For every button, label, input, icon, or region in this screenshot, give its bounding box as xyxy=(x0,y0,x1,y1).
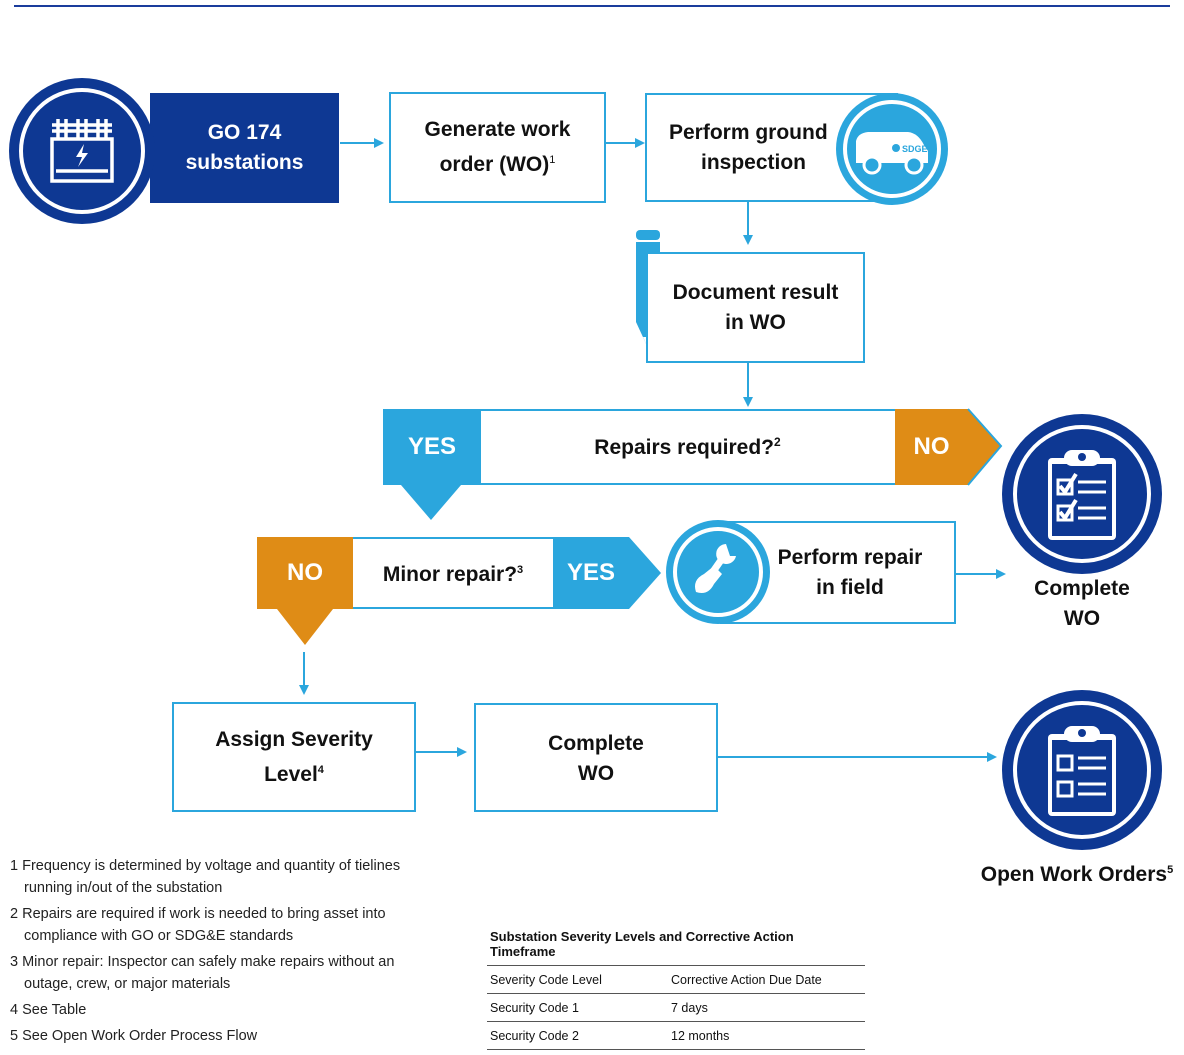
table-header-cell: Severity Code Level xyxy=(487,965,668,994)
complete-wo-badge xyxy=(1002,414,1162,574)
footnote-1-line2: running in/out of the substation xyxy=(24,880,223,896)
footnote-4-line1: 4 See Table xyxy=(10,1002,87,1018)
inspect-line2: inspection xyxy=(701,150,807,174)
footnote-2-line1: 2 Repairs are required if work is needed… xyxy=(10,906,386,922)
table-header-row: Severity Code Level Corrective Action Du… xyxy=(487,965,865,994)
footnote-2: 2 Repairs are required if work is needed… xyxy=(10,903,386,947)
open-work-orders-badge xyxy=(1002,690,1162,850)
perform-repair-line2: in field xyxy=(816,575,884,599)
substation-badge xyxy=(9,78,155,224)
assign-line2: Level xyxy=(264,762,318,786)
table-cell: 12 months xyxy=(668,1021,865,1050)
generate-wo-line2: order (WO) xyxy=(439,153,550,176)
assign-line2-wrap: Level4 xyxy=(264,755,324,790)
inspect-line1: Perform ground xyxy=(669,120,828,144)
top-rule xyxy=(14,5,1170,7)
no-pointer-2 xyxy=(257,537,353,645)
footnote-4: 4 See Table xyxy=(10,999,86,1021)
start-box-go174: GO 174 substations xyxy=(150,93,339,203)
generate-wo-line1: Generate work xyxy=(424,118,571,141)
table-row: Security Code 1 7 days xyxy=(487,993,865,1022)
footnote-3-line2: outage, crew, or major materials xyxy=(24,976,231,992)
yes-tag-1: YES xyxy=(407,433,457,460)
yes-tag-2: YES xyxy=(566,559,616,586)
footnote-ref-3: 3 xyxy=(517,564,524,576)
table-cell: 7 days xyxy=(668,993,865,1022)
footnote-ref-5: 5 xyxy=(1167,864,1174,876)
table-header-cell: Corrective Action Due Date xyxy=(668,965,865,994)
table-cell: Security Code 1 xyxy=(487,993,668,1022)
clipboard-checked-icon xyxy=(1048,450,1116,540)
open-orders-text: Open Work Orders xyxy=(980,863,1168,886)
repair-badge xyxy=(666,520,770,624)
start-line1: GO 174 xyxy=(207,121,282,144)
footnote-ref-4: 4 xyxy=(317,763,324,776)
perform-repair-box: Perform repair in field xyxy=(720,521,956,624)
footnote-3-line1: 3 Minor repair: Inspector can safely mak… xyxy=(10,954,395,970)
footnote-1-line1: 1 Frequency is determined by voltage and… xyxy=(10,858,401,874)
open-work-orders-label: Open Work Orders5 xyxy=(970,855,1184,890)
no-tag-2: NO xyxy=(287,559,323,586)
complete-wo-mid-box: Complete WO xyxy=(474,703,718,812)
substation-icon xyxy=(50,119,114,183)
truck-icon: SDGE xyxy=(856,132,928,175)
document-line2: in WO xyxy=(725,310,786,334)
no-tag-1: NO xyxy=(913,433,950,460)
wrench-icon xyxy=(695,544,736,593)
repairs-required-text: Repairs required? xyxy=(594,436,775,459)
footnote-3: 3 Minor repair: Inspector can safely mak… xyxy=(10,951,394,995)
document-result-box: Document result in WO xyxy=(646,252,865,363)
complete-wo-right-line1: Complete xyxy=(1034,577,1130,600)
footnote-ref-1: 1 xyxy=(549,154,556,166)
table-title-row: Substation Severity Levels and Correctiv… xyxy=(487,925,865,966)
footnote-5: 5 See Open Work Order Process Flow xyxy=(10,1025,257,1047)
complete-wo-mid-line1: Complete xyxy=(548,732,644,755)
minor-repair-label: Minor repair?3 xyxy=(353,555,553,590)
assign-severity-box: Assign Severity Level4 xyxy=(172,702,416,812)
yes-pointer-1 xyxy=(383,409,481,520)
repairs-required-label: Repairs required?2 xyxy=(480,427,895,463)
clipboard-open-icon xyxy=(1048,726,1116,816)
truck-logo-text: SDGE xyxy=(902,144,928,154)
minor-repair-text: Minor repair? xyxy=(382,563,518,586)
table-row: Security Code 2 12 months xyxy=(487,1021,865,1050)
document-line1: Document result xyxy=(672,280,839,304)
generate-wo-line2-wrap: order (WO)1 xyxy=(440,145,556,180)
generate-work-order-box: Generate work order (WO)1 xyxy=(389,92,606,203)
perform-repair-line1: Perform repair xyxy=(777,545,923,569)
complete-wo-right-line2: WO xyxy=(1063,607,1101,630)
footnote-5-line1: 5 See Open Work Order Process Flow xyxy=(10,1028,258,1044)
severity-table: Substation Severity Levels and Correctiv… xyxy=(487,925,865,1050)
footnote-1: 1 Frequency is determined by voltage and… xyxy=(10,855,400,899)
truck-badge: SDGE xyxy=(836,93,948,205)
complete-wo-right-label: Complete WO xyxy=(1002,574,1162,634)
complete-wo-mid-line2: WO xyxy=(577,762,615,785)
table-title: Substation Severity Levels and Correctiv… xyxy=(487,925,865,966)
no-pointer-1 xyxy=(895,408,1003,486)
yes-pointer-2 xyxy=(553,537,661,609)
footnote-ref-2: 2 xyxy=(774,435,781,449)
footnote-2-line2: compliance with GO or SDG&E standards xyxy=(24,928,294,944)
start-line2: substations xyxy=(185,151,304,174)
assign-line1: Assign Severity xyxy=(215,727,373,751)
table-cell: Security Code 2 xyxy=(487,1021,668,1050)
